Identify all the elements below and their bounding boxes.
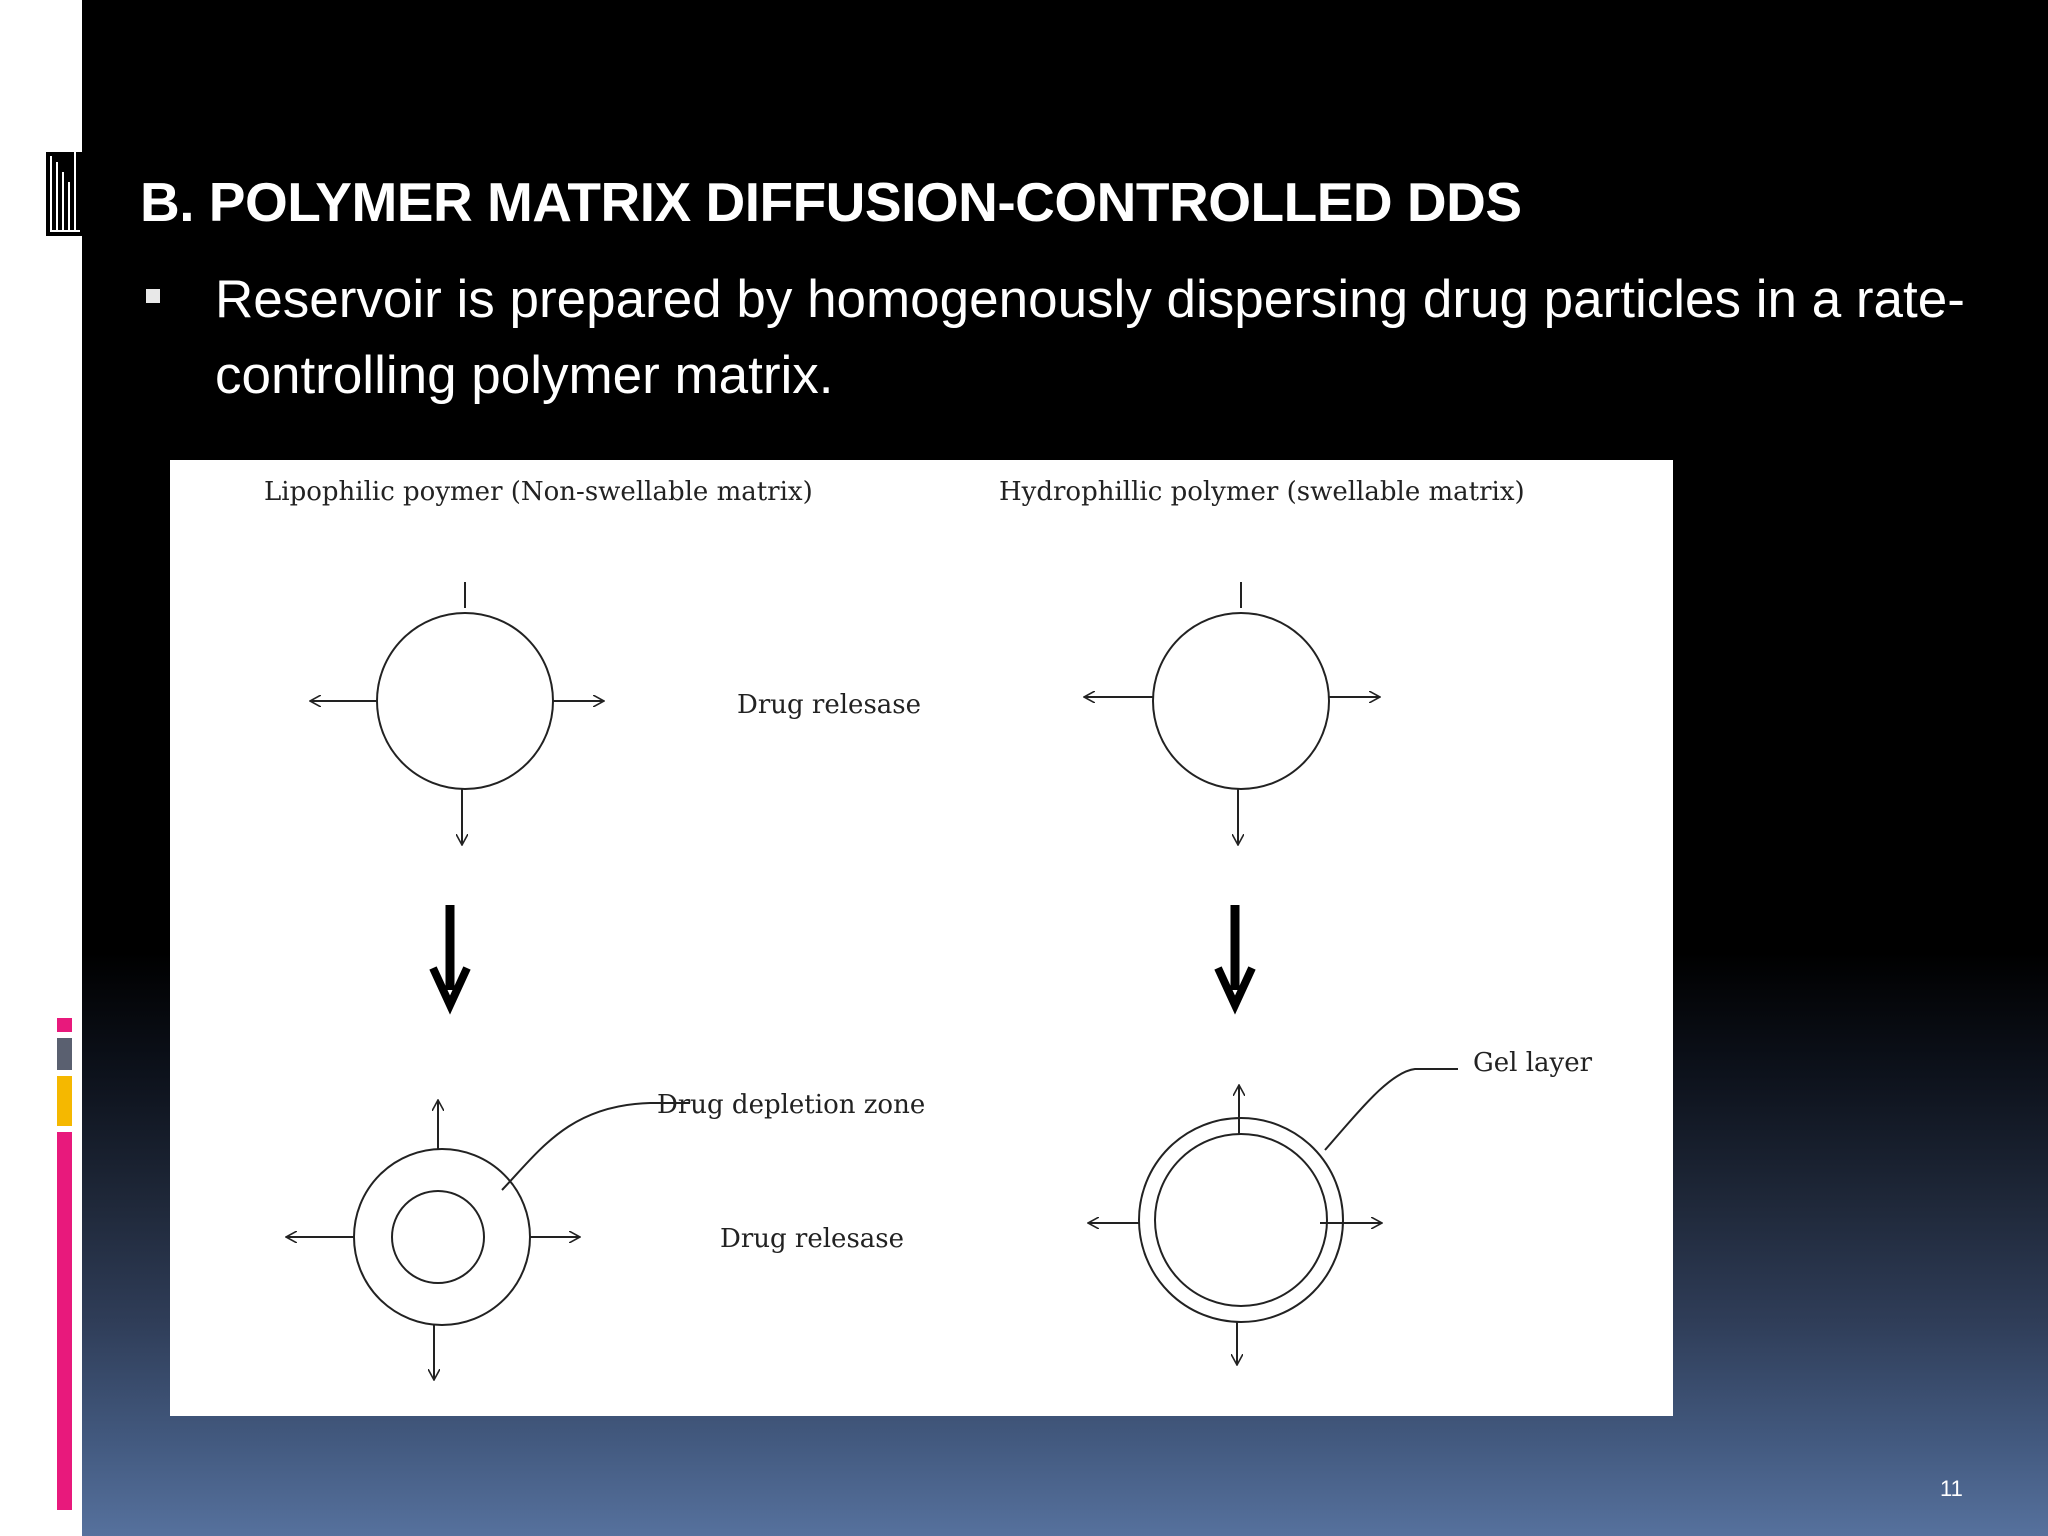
accent-bar-pink-top (57, 1018, 72, 1032)
slide-title: B. POLYMER MATRIX DIFFUSION-CONTROLLED D… (140, 171, 1522, 233)
bullet-square-icon (146, 289, 160, 303)
gel-layer-label: Gel layer (1473, 1048, 1593, 1078)
down-arrow-right-icon (1214, 905, 1256, 1015)
accent-bar-pink-long (57, 1132, 72, 1510)
bullet-text: Reservoir is prepared by homogenously di… (215, 270, 1965, 405)
drug-release-label-bottom: Drug relesase (720, 1224, 904, 1254)
theme-logo-icon (46, 152, 82, 236)
accent-bar-yellow (57, 1076, 72, 1126)
drug-depletion-zone-label: Drug depletion zone (657, 1090, 925, 1120)
nonswellable-matrix-initial (310, 582, 604, 845)
nonswellable-matrix-depleted (286, 1100, 690, 1380)
diagram-svg: Lipophilic poymer (Non-swellable matrix)… (264, 477, 1593, 1416)
drug-release-label-top: Drug relesase (737, 690, 921, 720)
slide-number: 11 (1940, 1476, 1963, 1501)
down-arrow-left-icon (429, 905, 471, 1015)
swellable-matrix-initial (1084, 582, 1380, 845)
swellable-matrix-gel (1088, 1068, 1458, 1365)
left-column-header: Lipophilic poymer (Non-swellable matrix) (264, 477, 813, 507)
right-column-header: Hydrophillic polymer (swellable matrix) (999, 477, 1525, 507)
accent-bar-gray (57, 1038, 72, 1070)
matrix-diffusion-diagram: Lipophilic poymer (Non-swellable matrix)… (170, 460, 1673, 1416)
